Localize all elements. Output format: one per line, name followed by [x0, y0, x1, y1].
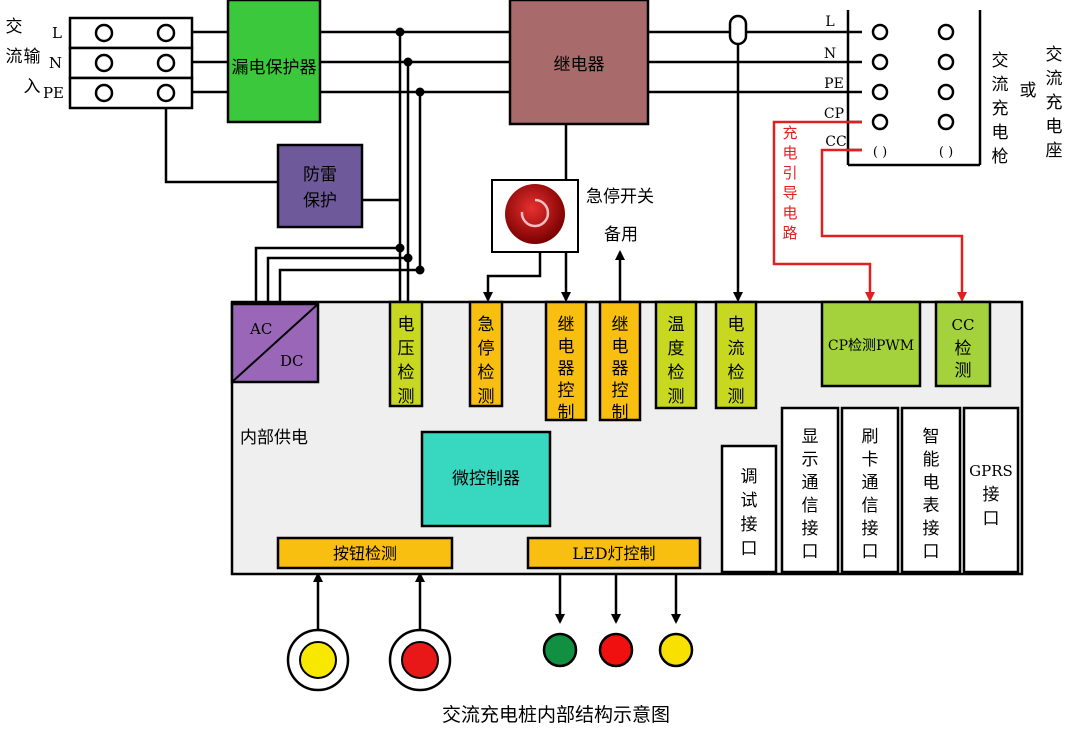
leakage-protector: 漏电保护器 — [226, 0, 322, 124]
gun-label-text: 交流充电枪 — [992, 51, 1009, 167]
module-label-4: 继电器控制 — [612, 315, 629, 423]
module-2: 急停检测 — [468, 300, 504, 408]
interface-2: 显示通信接口 — [780, 406, 840, 574]
interface-4: 智能电表接口 — [900, 406, 962, 574]
leakage-protector-label: 漏电保护器 — [232, 58, 317, 78]
push-buttons — [286, 628, 452, 692]
interface-label-gprs-code: GPRS — [969, 462, 1013, 480]
ac-input-terminal: L N PE 交流输入 — [6, 16, 194, 110]
cc-detect-label: CC 检测 — [952, 316, 975, 381]
emergency-stop-icon — [505, 184, 565, 244]
spare-label: 备用 — [604, 225, 638, 245]
detection-modules: 电压检测 急停检测 继电器控制 继电器控制 温度检测 电流检测 — [388, 300, 758, 423]
socket-label-text: 交流充电座 — [1046, 45, 1063, 161]
connector-pin-pe: PE — [824, 76, 844, 92]
interface-5: GPRS 接口 — [962, 406, 1020, 574]
yellow-button — [286, 628, 350, 692]
connector-pin-cp: CP — [824, 106, 844, 122]
red-button — [388, 628, 452, 692]
led-control: LED灯控制 — [526, 536, 702, 570]
current-sensor-icon — [728, 14, 748, 46]
cc-detect: CC 检测 — [934, 300, 992, 388]
cp-detect-label: CP检测PWM — [828, 338, 914, 354]
cp-detect: CP检测PWM — [820, 300, 922, 388]
connector-pin-n: N — [824, 46, 836, 62]
ac-input-label-col1: 交流 — [6, 17, 23, 67]
module-label-5: 温度检测 — [668, 315, 685, 407]
ac-input-label: 交流输入 — [6, 17, 41, 97]
interface-label-3: 刷卡通信接口 — [862, 427, 879, 562]
cp-guide-circuit-label: 充电引导电路 — [782, 124, 797, 242]
connector-pin-labels: LN PE CP CC — [824, 14, 847, 150]
yellow-led — [658, 632, 694, 668]
module-1: 电压检测 — [388, 300, 424, 408]
cp-guide-text: 充电引导电路 — [782, 124, 797, 242]
ac-input-label-col2: 输入 — [24, 47, 41, 97]
relay-label: 继电器 — [554, 55, 605, 75]
charging-connector: LN PE CP CC ( ) ( ) 交流充电枪 或 交流充电座 充电引导电路 — [782, 14, 1062, 242]
interface-1: 调试接口 — [720, 444, 778, 574]
ac-charging-socket-label: 交流充电座 — [1046, 45, 1063, 161]
socket-mark-2: ( ) — [939, 145, 953, 160]
microcontroller: 微控制器 — [420, 430, 552, 528]
button-detect-label: 按钮检测 — [333, 544, 397, 563]
module-label-6: 电流检测 — [728, 315, 745, 407]
socket-mark-1: ( ) — [873, 145, 887, 160]
emergency-stop: 急停开关 备用 — [491, 179, 654, 253]
ac-label: AC — [249, 320, 272, 338]
internal-power-text: 内部供电 — [240, 428, 308, 448]
mcu-label: 微控制器 — [452, 469, 520, 489]
module-5: 温度检测 — [654, 300, 698, 410]
ac-dc-converter: AC DC — [230, 302, 320, 384]
ac-pin-l-label: L — [52, 24, 62, 42]
connector-pin-l: L — [825, 14, 834, 30]
led-control-label: LED灯控制 — [572, 544, 655, 563]
module-label-2: 急停检测 — [478, 315, 495, 407]
module-label-3: 继电器控制 — [558, 315, 575, 423]
module-3: 继电器控制 — [544, 300, 588, 423]
module-6: 电流检测 — [714, 300, 758, 410]
interface-label-1: 调试接口 — [741, 467, 758, 559]
ac-pin-pe-label: PE — [43, 84, 64, 102]
button-detect: 按钮检测 — [276, 536, 454, 570]
connector-pin-cc: CC — [825, 134, 846, 150]
or-label: 或 — [1020, 81, 1037, 101]
ac-charging-gun-label: 交流充电枪 — [992, 51, 1009, 167]
interface-ports: 调试接口 显示通信接口 刷卡通信接口 智能电表接口 GPRS 接口 — [720, 406, 1020, 574]
lightning-label-line1: 防雷 — [303, 165, 337, 185]
ac-pin-n-label: N — [49, 54, 62, 72]
lightning-label-line2: 保护 — [303, 191, 337, 211]
cp-cc-red-wires — [772, 120, 967, 302]
internal-power-label: 内部供电 — [240, 428, 308, 448]
connector-terminals — [871, 23, 955, 131]
interface-3: 刷卡通信接口 — [840, 406, 900, 574]
indicator-leds — [542, 632, 694, 668]
interface-label-4: 智能电表接口 — [923, 427, 940, 562]
module-4: 继电器控制 — [598, 300, 642, 423]
interface-label-2: 显示通信接口 — [802, 427, 819, 562]
red-led — [598, 632, 634, 668]
junction-dots — [395, 27, 425, 275]
diagram-title: 交流充电桩内部结构示意图 — [442, 704, 670, 726]
emergency-switch-label: 急停开关 — [586, 187, 654, 207]
green-led — [542, 632, 578, 668]
relay: 继电器 — [508, 0, 650, 126]
dc-label: DC — [280, 352, 304, 370]
module-label-1: 电压检测 — [398, 315, 415, 407]
interface-label-5: 接口 — [983, 485, 1000, 529]
cc-label-code: CC — [952, 316, 975, 334]
cc-label-text: 检测 — [955, 339, 972, 381]
